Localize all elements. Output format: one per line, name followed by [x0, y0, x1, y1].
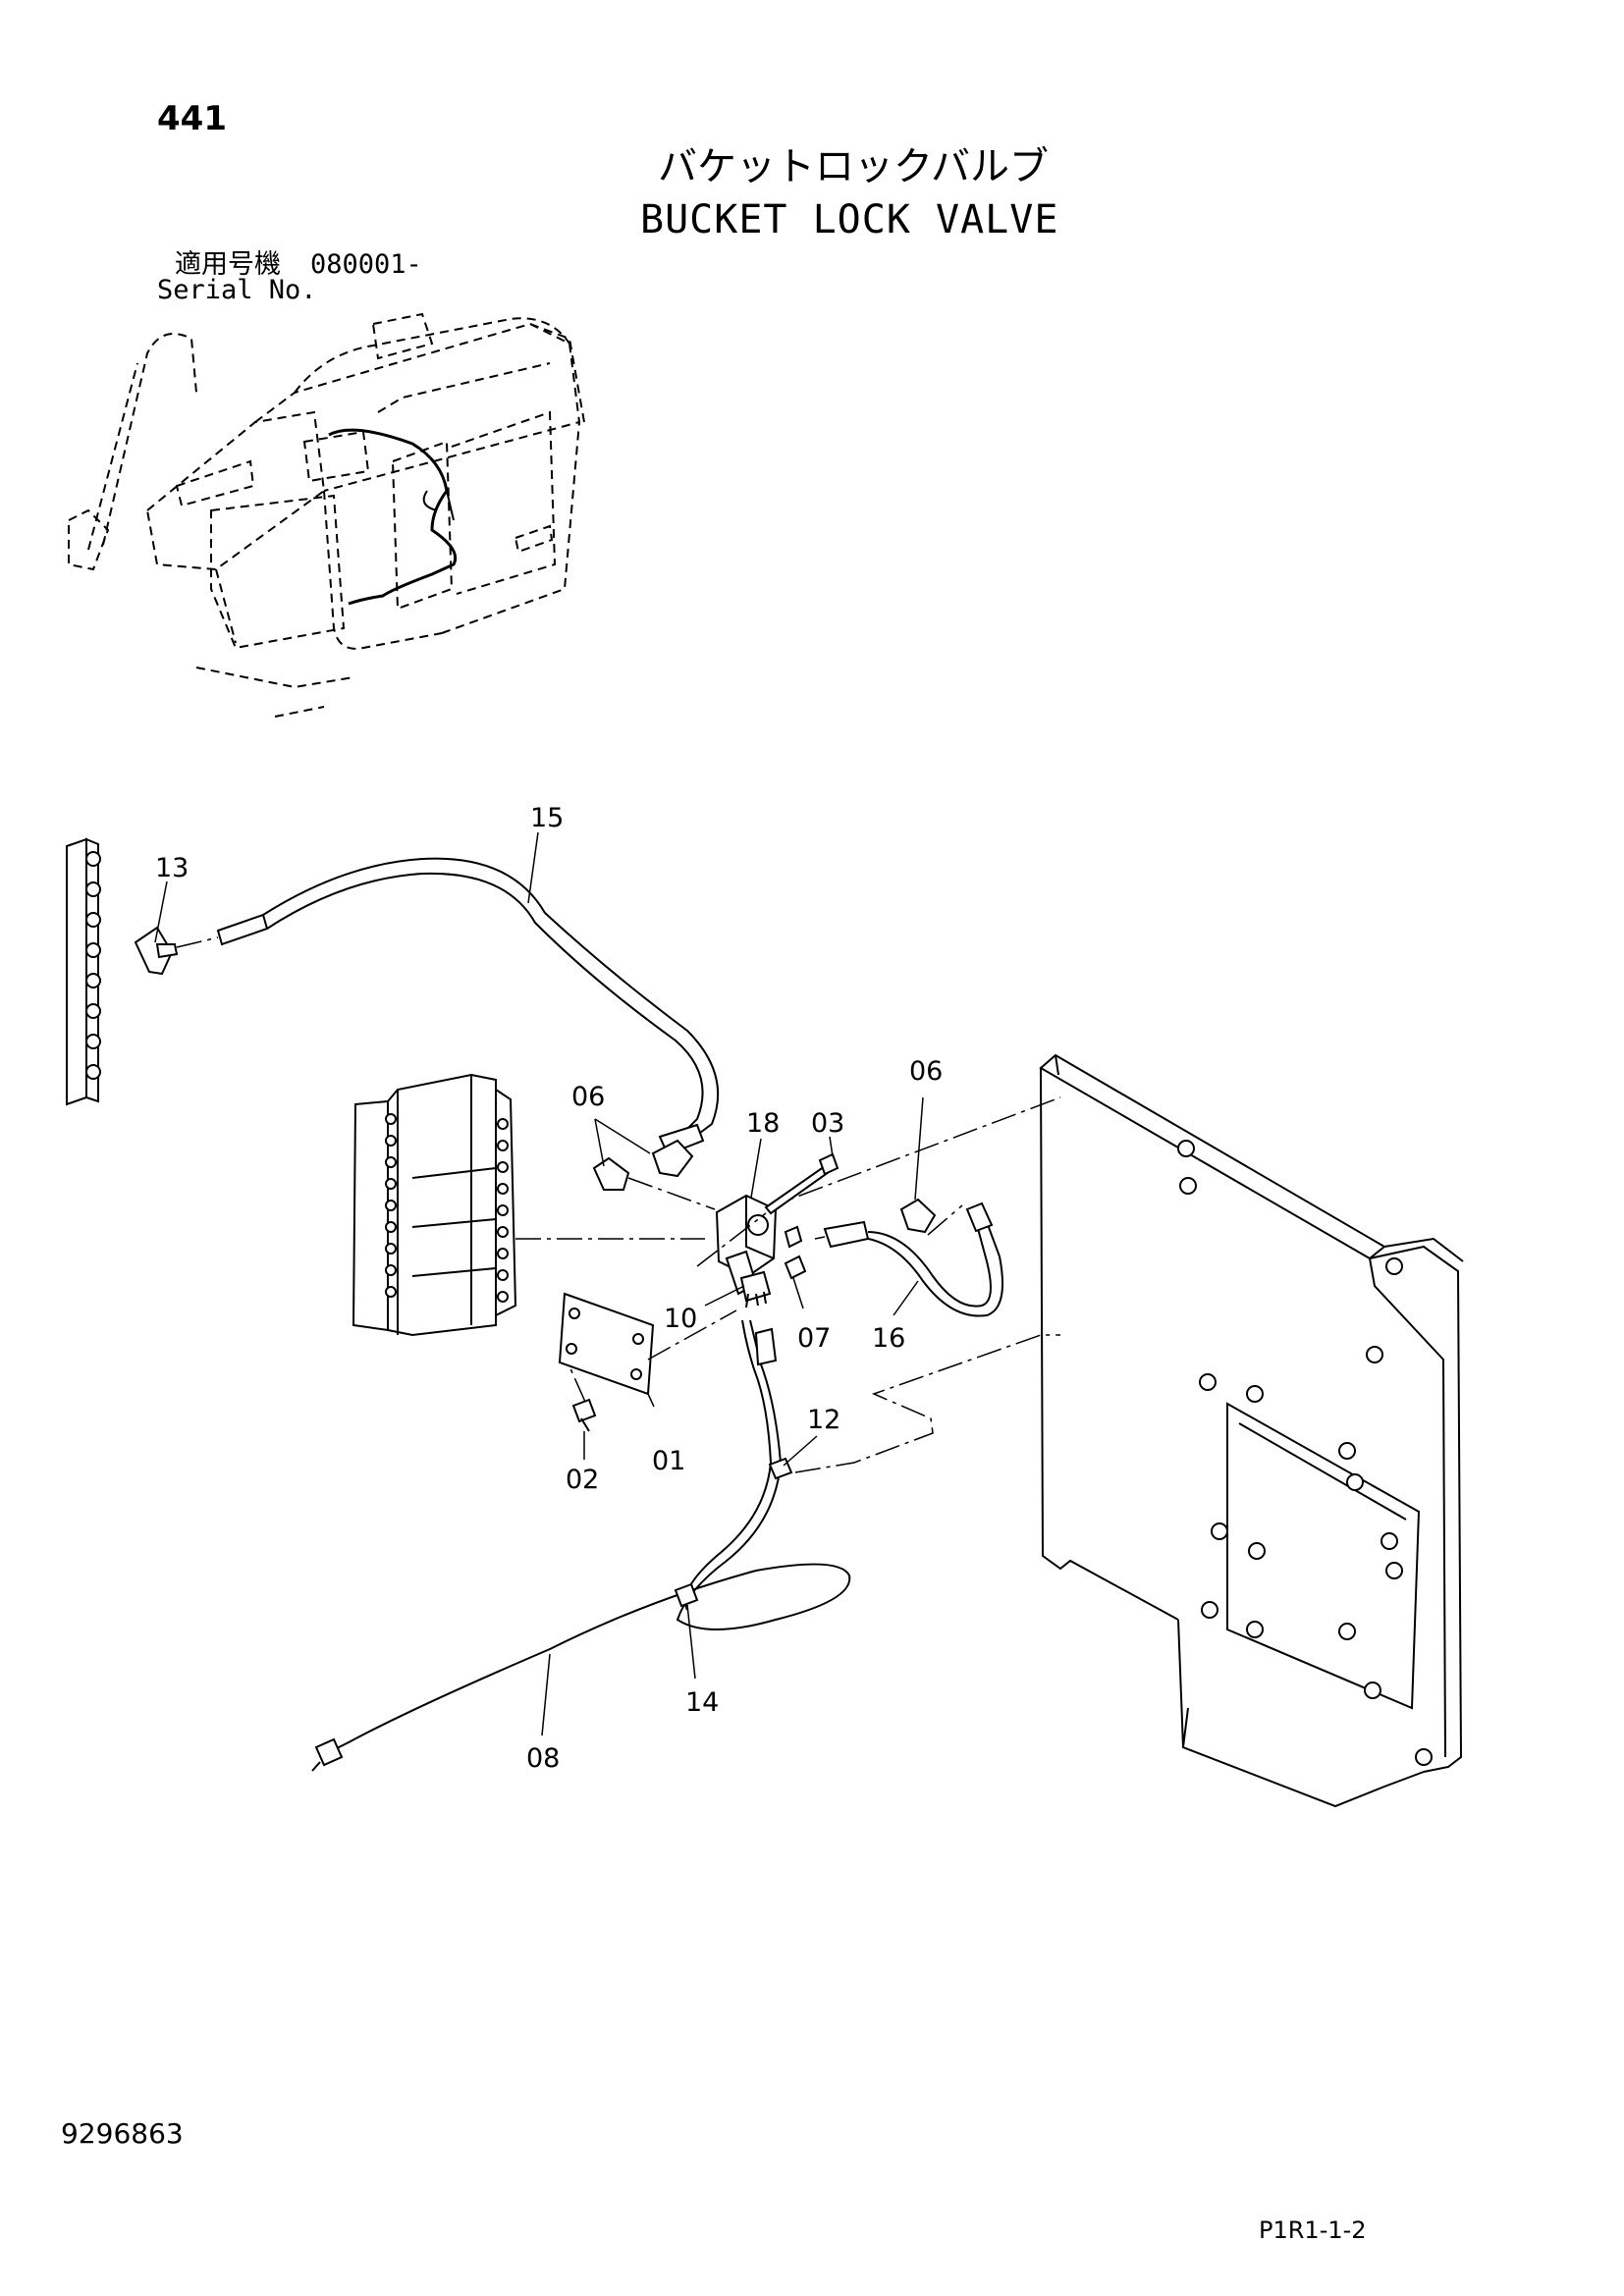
frame-boss [1338, 1623, 1356, 1640]
frame-boss [1364, 1682, 1381, 1699]
bucket-lock-valve-18 [715, 1194, 803, 1308]
callout-leaders [154, 831, 924, 1736]
callout-18: 18 [746, 1108, 780, 1139]
serial-label-english: Serial No. [157, 275, 317, 305]
callout-14: 14 [685, 1687, 719, 1718]
machine-overview-sketch [68, 312, 585, 718]
hose-15 [216, 857, 720, 1156]
valve-boss [385, 1178, 397, 1190]
frame-boss [1179, 1177, 1197, 1195]
valve-boss [385, 1135, 397, 1147]
callout-07: 07 [797, 1323, 831, 1354]
serial-number-value: 080001- [310, 249, 422, 280]
clip-14 [674, 1582, 699, 1608]
callout-03: 03 [811, 1108, 844, 1139]
elbow-fitting-06-right [899, 1198, 963, 1236]
valve-boss [385, 1243, 397, 1255]
frame-boss [1246, 1385, 1264, 1403]
callout-02: 02 [566, 1465, 599, 1495]
manifold-port [85, 1003, 101, 1019]
frame-boss [1246, 1621, 1264, 1638]
callout-12: 12 [807, 1405, 840, 1435]
manifold-port [85, 881, 101, 897]
manifold-port [85, 973, 101, 988]
frame-boss [1199, 1373, 1217, 1391]
callout-10: 10 [664, 1304, 697, 1334]
valve-boss [497, 1183, 509, 1195]
elbow-fitting-06-left [592, 1139, 716, 1210]
plug-07 [784, 1255, 807, 1280]
pilot-manifold [66, 837, 101, 1106]
frame-boss [1385, 1562, 1403, 1579]
frame-boss [1346, 1473, 1364, 1491]
manifold-port [85, 942, 101, 958]
frame-boss [1338, 1442, 1356, 1460]
frame-boss [1248, 1542, 1266, 1560]
manifold-port [85, 1064, 101, 1080]
center-line [794, 1334, 1060, 1473]
plate-01 [558, 1292, 737, 1396]
callout-01: 01 [652, 1446, 685, 1476]
page-reference: P1R1-1-2 [1259, 2216, 1367, 2244]
valve-boss [497, 1140, 509, 1151]
frame-panel [1039, 1053, 1464, 1808]
page-number: 441 [157, 99, 227, 138]
callout-13: 13 [155, 853, 189, 883]
valve-boss [497, 1161, 509, 1173]
valve-boss [385, 1156, 397, 1168]
callout-06: 06 [571, 1082, 605, 1112]
manifold-port [85, 851, 101, 867]
frame-boss [1211, 1522, 1228, 1540]
frame-boss [1201, 1601, 1218, 1619]
valve-boss [497, 1291, 509, 1303]
frame-boss [1366, 1346, 1383, 1363]
harness-08 [311, 1319, 851, 1772]
valve-boss [385, 1286, 397, 1298]
valve-boss [497, 1269, 509, 1281]
control-valve-block [352, 1073, 517, 1337]
callout-06: 06 [909, 1056, 943, 1087]
callout-08: 08 [526, 1743, 560, 1774]
valve-boss [385, 1113, 397, 1125]
frame-boss [1380, 1532, 1398, 1550]
frame-boss [1177, 1140, 1195, 1157]
frame-boss [1385, 1257, 1403, 1275]
valve-boss [385, 1264, 397, 1276]
bolt-03 [696, 1152, 839, 1267]
title-english: BUCKET LOCK VALVE [640, 197, 1059, 242]
callout-15: 15 [530, 803, 564, 833]
valve-boss [385, 1200, 397, 1211]
document-number: 9296863 [61, 2117, 184, 2150]
valve-boss [497, 1204, 509, 1216]
title-japanese: バケットロックバルブ [658, 144, 1049, 189]
hose-16 [814, 1201, 1003, 1317]
serial-label-japanese: 適用号機 [175, 249, 281, 280]
manifold-port [85, 912, 101, 928]
valve-boss [497, 1118, 509, 1130]
bolt-02 [568, 1365, 597, 1432]
valve-boss [385, 1221, 397, 1233]
elbow-fitting-13 [134, 926, 219, 976]
valve-boss [497, 1248, 509, 1259]
valve-boss [497, 1226, 509, 1238]
callout-16: 16 [872, 1323, 905, 1354]
manifold-port [85, 1034, 101, 1049]
